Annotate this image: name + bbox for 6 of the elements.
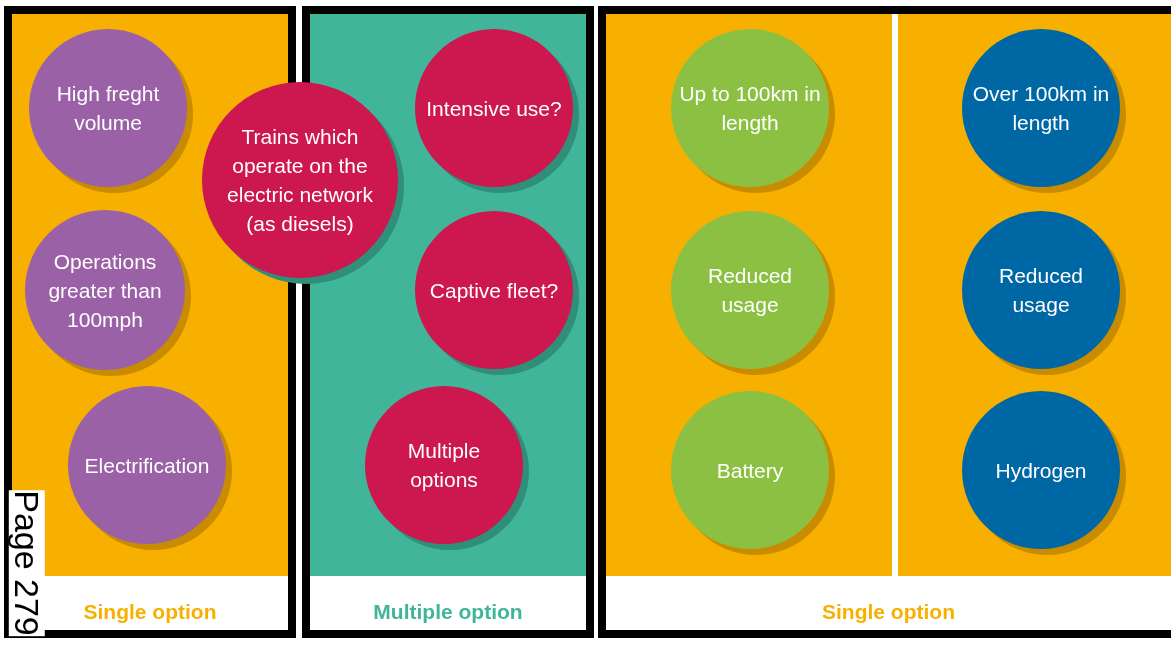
panel-title: Multiple option xyxy=(372,600,524,624)
page-number: Page 279 xyxy=(8,490,45,636)
band-background xyxy=(606,14,892,576)
option-panel xyxy=(598,6,1171,638)
panel-title: Single option xyxy=(821,600,956,624)
band-background xyxy=(898,14,1171,576)
